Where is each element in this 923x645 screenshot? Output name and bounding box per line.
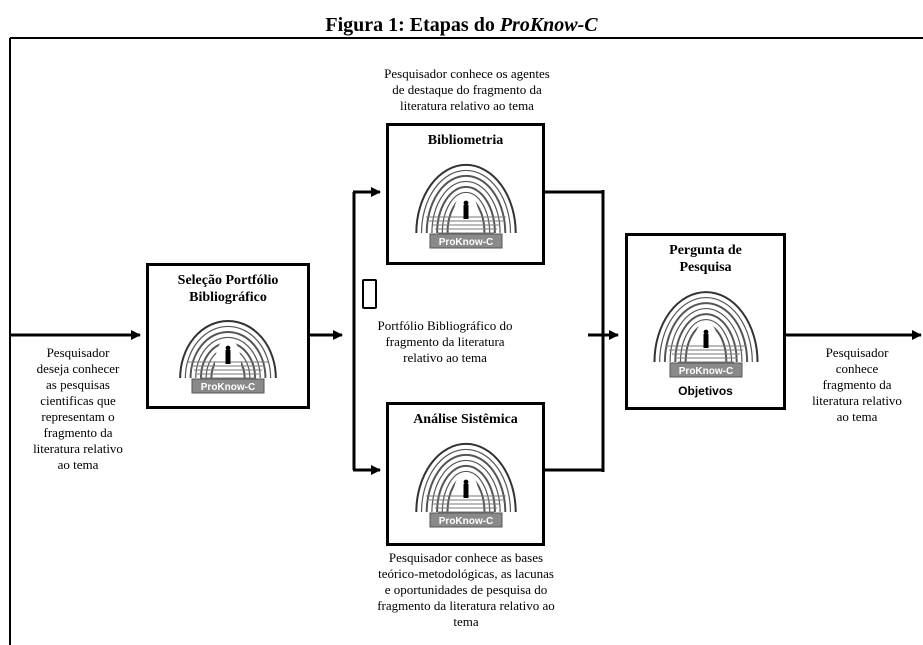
svg-text:ProKnow-C: ProKnow-C — [678, 366, 732, 377]
title-method-name: ProKnow-C — [499, 14, 598, 36]
tunnel-with-person-icon: ProKnow-C — [414, 442, 517, 528]
box-selecao-portfolio: Seleção Portfólio Bibliográfico ProKnow-… — [146, 263, 310, 409]
tunnel-with-person-icon: ProKnow-C — [179, 320, 277, 394]
document-icon — [362, 279, 377, 309]
title-text: Figura 1: Etapas do — [325, 14, 500, 36]
objetivos-label: Objetivos — [678, 384, 733, 398]
box-analise-sistemica: Análise Sistêmica ProKnow-C — [386, 402, 545, 546]
tunnel-with-person-icon: ProKnow-C — [414, 163, 517, 249]
box-heading: Pergunta de Pesquisa — [669, 243, 742, 275]
bibliometria-note: Pesquisador conhece os agentes de destaq… — [384, 66, 550, 113]
box-bibliometria: Bibliometria ProKnow-C — [386, 123, 545, 265]
svg-text:ProKnow-C: ProKnow-C — [438, 237, 492, 248]
box-heading: Análise Sistêmica — [413, 412, 518, 427]
box-heading: Seleção Portfólio Bibliográfico — [177, 273, 279, 305]
box-pergunta-pesquisa: Pergunta de Pesquisa ProKnow-C Objetivos — [625, 233, 786, 410]
analise-note: Pesquisador conhece as bases teórico-met… — [377, 550, 555, 629]
tunnel-with-person-icon: ProKnow-C — [652, 291, 759, 378]
svg-text:ProKnow-C: ProKnow-C — [201, 382, 255, 393]
box-heading: Bibliometria — [427, 133, 504, 148]
svg-text:ProKnow-C: ProKnow-C — [438, 516, 492, 527]
input-note: Pesquisador deseja conhecer as pesquisas… — [33, 345, 123, 472]
portfolio-note: Portfólio Bibliográfico do fragmento da … — [377, 318, 513, 365]
output-note: Pesquisador conhece fragmento da literat… — [812, 345, 902, 424]
figure-title: Figura 1: Etapas do ProKnow-C — [0, 14, 923, 37]
